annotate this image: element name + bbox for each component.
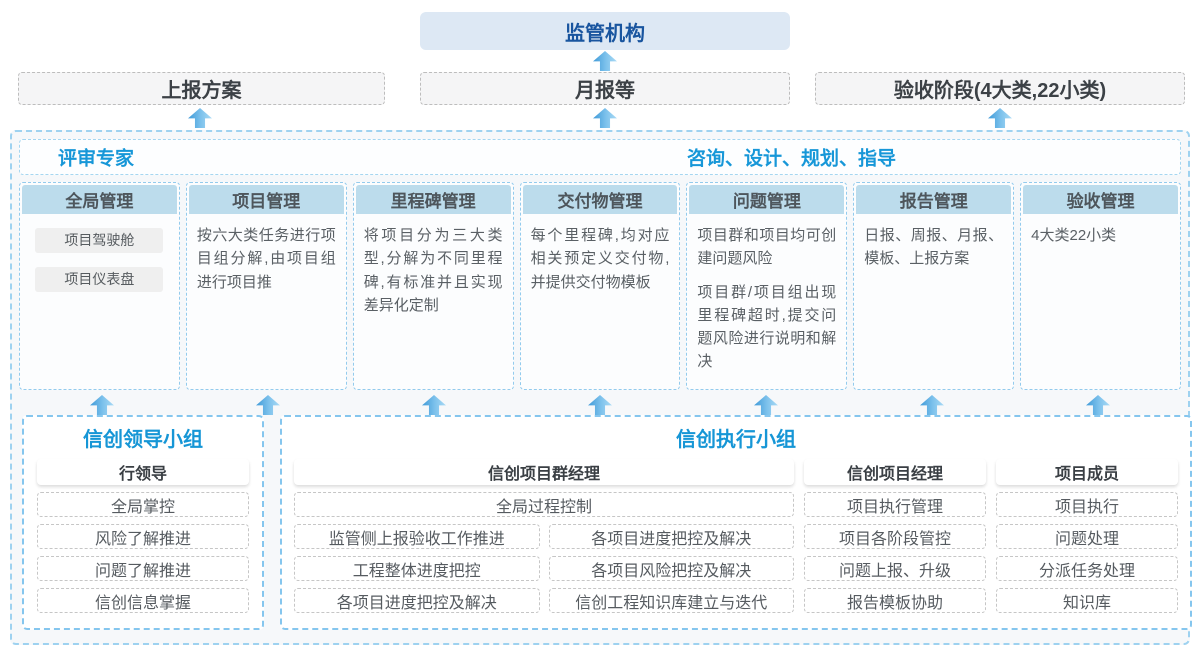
task-grid-row: 各项目进度把控及解决信创工程知识库建立与迭代 <box>294 588 794 613</box>
advisor-bar: 评审专家 咨询、设计、规划、指导 <box>19 139 1181 175</box>
leadership-group-title: 信创领导小组 <box>83 429 203 451</box>
management-column: 交付物管理每个里程碑,均对应相关预定义交付物,并提供交付物模板 <box>519 182 681 390</box>
task-item: 知识库 <box>996 588 1178 613</box>
task-item: 全局过程控制 <box>294 492 794 517</box>
task-item: 项目执行管理 <box>804 492 986 517</box>
task-item: 信创信息掌握 <box>37 588 249 613</box>
task-item: 问题上报、升级 <box>804 556 986 581</box>
task-item: 报告模板协助 <box>804 588 986 613</box>
arrow-cell <box>1015 395 1181 415</box>
management-column: 项目管理按六大类任务进行项目组分解,由项目组进行项目推 <box>185 182 347 390</box>
management-column: 里程碑管理将项目分为三大类型,分解为不同里程碑,有标准并且实现差异化定制 <box>352 182 514 390</box>
task-item: 问题了解推进 <box>37 556 249 581</box>
column-title: 交付物管理 <box>522 185 678 214</box>
program-manager-section: 信创项目群经理 全局过程控制 监管侧上报验收工作推进各项目进度把控及解决工程整体… <box>294 459 794 613</box>
execution-group: 信创执行小组 信创项目群经理 全局过程控制 监管侧上报验收工作推进各项目进度把控… <box>280 415 1192 630</box>
stage-box: 上报方案 <box>18 72 385 105</box>
role-bank-leaders: 行领导 <box>37 459 249 485</box>
task-item: 工程整体进度把控 <box>294 556 540 581</box>
task-item: 风险了解推进 <box>37 524 249 549</box>
column-text: 按六大类任务进行项目组分解,由项目组进行项目推 <box>196 227 336 291</box>
task-item: 各项目风险把控及解决 <box>548 556 794 581</box>
column-body: 将项目分为三大类型,分解为不同里程碑,有标准并且实现差异化定制 <box>354 216 513 335</box>
task-item: 分派任务处理 <box>996 556 1178 581</box>
task-item: 信创工程知识库建立与迭代 <box>548 588 794 613</box>
bottom-groups: 信创领导小组 行领导 全局掌控风险了解推进问题了解推进信创信息掌握 信创执行小组… <box>22 415 1192 630</box>
column-text: 日报、周报、月报、模板、上报方案 <box>864 227 1004 268</box>
arrow-up-icon <box>920 395 944 415</box>
column-title: 问题管理 <box>689 185 845 214</box>
column-body: 按六大类任务进行项目组分解,由项目组进行项目推 <box>187 216 346 312</box>
arrow-up-icon <box>988 108 1012 128</box>
arrow-up-icon <box>188 108 212 128</box>
column-text: 每个里程碑,均对应相关预定义交付物,并提供交付物模板 <box>530 227 670 291</box>
column-title: 报告管理 <box>856 185 1012 214</box>
stage-box: 验收阶段(4大类,22小类) <box>815 72 1185 105</box>
feature-pill: 项目仪表盘 <box>35 267 164 292</box>
regulator-box: 监管机构 <box>420 12 790 50</box>
management-columns: 全局管理项目驾驶舱项目仪表盘项目管理按六大类任务进行项目组分解,由项目组进行项目… <box>19 182 1181 390</box>
arrow-cell <box>19 395 185 415</box>
column-body: 项目驾驶舱项目仪表盘 <box>20 216 179 314</box>
task-item: 各项目进度把控及解决 <box>294 588 540 613</box>
stage-box: 月报等 <box>420 72 790 105</box>
management-column: 全局管理项目驾驶舱项目仪表盘 <box>19 182 180 390</box>
task-item: 监管侧上报验收工作推进 <box>294 524 540 549</box>
arrow-up-icon <box>588 395 612 415</box>
main-container: 评审专家 咨询、设计、规划、指导 全局管理项目驾驶舱项目仪表盘项目管理按六大类任… <box>10 130 1192 645</box>
column-text: 项目群和项目均可创建问题风险 <box>697 227 837 268</box>
arrow-up-icon <box>593 108 617 128</box>
arrow-cell <box>351 395 517 415</box>
task-item: 项目执行 <box>996 492 1178 517</box>
leadership-group: 信创领导小组 行领导 全局掌控风险了解推进问题了解推进信创信息掌握 <box>22 415 264 630</box>
arrow-up-icon <box>593 51 617 71</box>
role-project-manager: 信创项目经理 <box>804 459 986 485</box>
management-column: 问题管理项目群和项目均可创建问题风险项目群/项目组出现里程碑超时,提交问题风险进… <box>686 182 848 390</box>
column-body: 日报、周报、月报、模板、上报方案 <box>854 216 1013 289</box>
management-column: 报告管理日报、周报、月报、模板、上报方案 <box>853 182 1015 390</box>
role-member: 项目成员 <box>996 459 1178 485</box>
column-body: 项目群和项目均可创建问题风险项目群/项目组出现里程碑超时,提交问题风险进行说明和… <box>687 216 846 389</box>
arrow-up-icon <box>256 395 280 415</box>
task-grid-row: 工程整体进度把控各项目风险把控及解决 <box>294 556 794 581</box>
reviewer-experts-label: 评审专家 <box>58 148 135 170</box>
arrow-up-icon <box>90 395 114 415</box>
task-item: 全局掌控 <box>37 492 249 517</box>
task-item: 问题处理 <box>996 524 1178 549</box>
arrow-cell <box>683 395 849 415</box>
execution-group-title: 信创执行小组 <box>676 429 796 451</box>
task-item: 各项目进度把控及解决 <box>548 524 794 549</box>
consulting-label: 咨询、设计、规划、指导 <box>687 148 897 170</box>
arrow-up-icon <box>754 395 778 415</box>
column-body: 每个里程碑,均对应相关预定义交付物,并提供交付物模板 <box>521 216 680 312</box>
regulator-label: 监管机构 <box>565 22 645 45</box>
arrow-cell <box>849 395 1015 415</box>
column-text: 4大类22小类 <box>1031 227 1117 244</box>
column-title: 验收管理 <box>1023 185 1178 214</box>
member-section: 项目成员 项目执行问题处理分派任务处理知识库 <box>996 459 1178 613</box>
column-title: 里程碑管理 <box>355 185 511 214</box>
column-text: 项目群/项目组出现里程碑超时,提交问题风险进行说明和解决 <box>697 283 837 371</box>
arrow-up-icon <box>1086 395 1110 415</box>
column-body: 4大类22小类 <box>1021 216 1180 265</box>
role-program-manager: 信创项目群经理 <box>294 459 794 485</box>
management-column: 验收管理 4大类22小类 <box>1020 182 1181 390</box>
arrow-cell <box>517 395 683 415</box>
feature-pill: 项目驾驶舱 <box>35 228 164 253</box>
arrow-up-icon <box>422 395 446 415</box>
project-manager-section: 信创项目经理 项目执行管理项目各阶段管控问题上报、升级报告模板协助 <box>804 459 986 613</box>
column-text: 将项目分为三大类型,分解为不同里程碑,有标准并且实现差异化定制 <box>363 227 503 314</box>
task-grid-row: 监管侧上报验收工作推进各项目进度把控及解决 <box>294 524 794 549</box>
column-title: 全局管理 <box>22 185 177 214</box>
task-item: 项目各阶段管控 <box>804 524 986 549</box>
column-title: 项目管理 <box>188 185 344 214</box>
arrow-row <box>19 395 1181 415</box>
arrow-cell <box>185 395 351 415</box>
